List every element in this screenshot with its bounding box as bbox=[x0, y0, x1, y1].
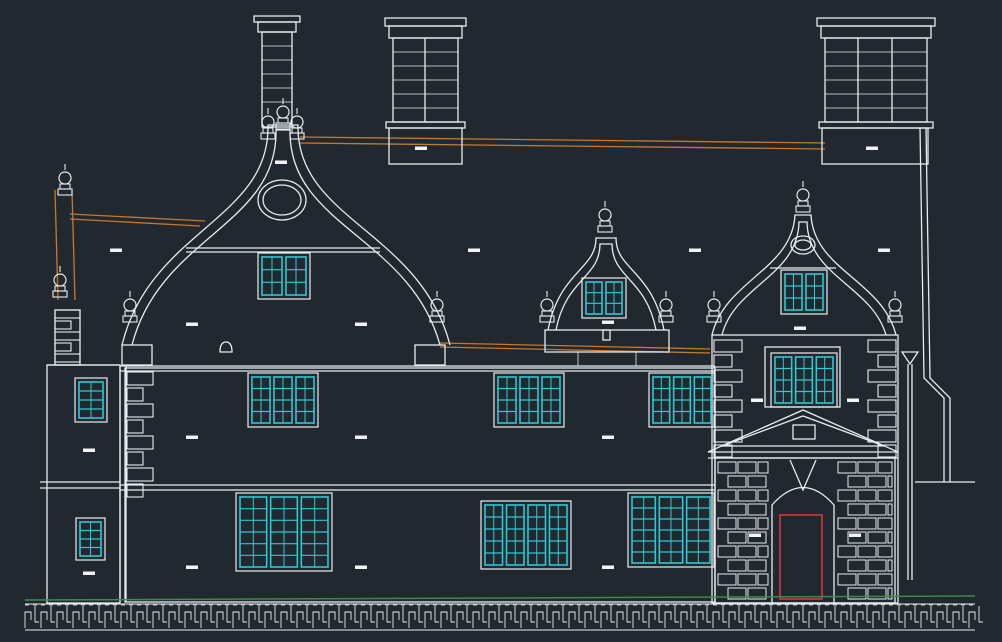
stone-tags bbox=[83, 146, 890, 575]
finial bbox=[57, 164, 73, 196]
window bbox=[648, 372, 716, 428]
pediment-porch bbox=[707, 409, 899, 459]
window bbox=[257, 252, 311, 300]
right-chimney-block bbox=[816, 17, 975, 483]
left-chimney-block bbox=[384, 17, 467, 165]
window bbox=[235, 492, 333, 572]
dormer-vent bbox=[602, 329, 611, 341]
finial bbox=[122, 291, 138, 323]
window bbox=[627, 492, 715, 568]
finial bbox=[597, 201, 613, 233]
entrance-door bbox=[779, 514, 823, 600]
finial bbox=[795, 181, 811, 213]
finial bbox=[887, 291, 903, 323]
finial bbox=[539, 291, 555, 323]
finial bbox=[260, 108, 276, 140]
window bbox=[74, 377, 108, 423]
finial bbox=[289, 108, 305, 140]
brick-ground-pattern bbox=[24, 595, 983, 631]
window bbox=[247, 372, 319, 428]
finial bbox=[706, 291, 722, 323]
gable-oval-oculus bbox=[257, 179, 307, 221]
left-wing bbox=[40, 309, 121, 604]
right-drain-pipe bbox=[900, 351, 920, 580]
main-wall bbox=[119, 365, 716, 603]
mullioned-windows bbox=[74, 252, 838, 572]
arched-niche bbox=[219, 341, 233, 353]
window bbox=[581, 277, 627, 319]
finial-ornaments bbox=[52, 98, 903, 323]
window bbox=[780, 269, 828, 315]
finial bbox=[52, 266, 68, 298]
finial bbox=[275, 98, 291, 130]
tall-chimney-stack bbox=[253, 15, 301, 128]
finial bbox=[429, 291, 445, 323]
finial bbox=[658, 291, 674, 323]
roof-eave-lines bbox=[54, 136, 826, 354]
window bbox=[75, 517, 106, 561]
central-ogee-gable bbox=[121, 124, 451, 366]
entrance-tower bbox=[707, 214, 899, 604]
window bbox=[493, 372, 565, 428]
left-quoins bbox=[126, 371, 154, 498]
window bbox=[770, 352, 838, 408]
window bbox=[480, 500, 572, 570]
